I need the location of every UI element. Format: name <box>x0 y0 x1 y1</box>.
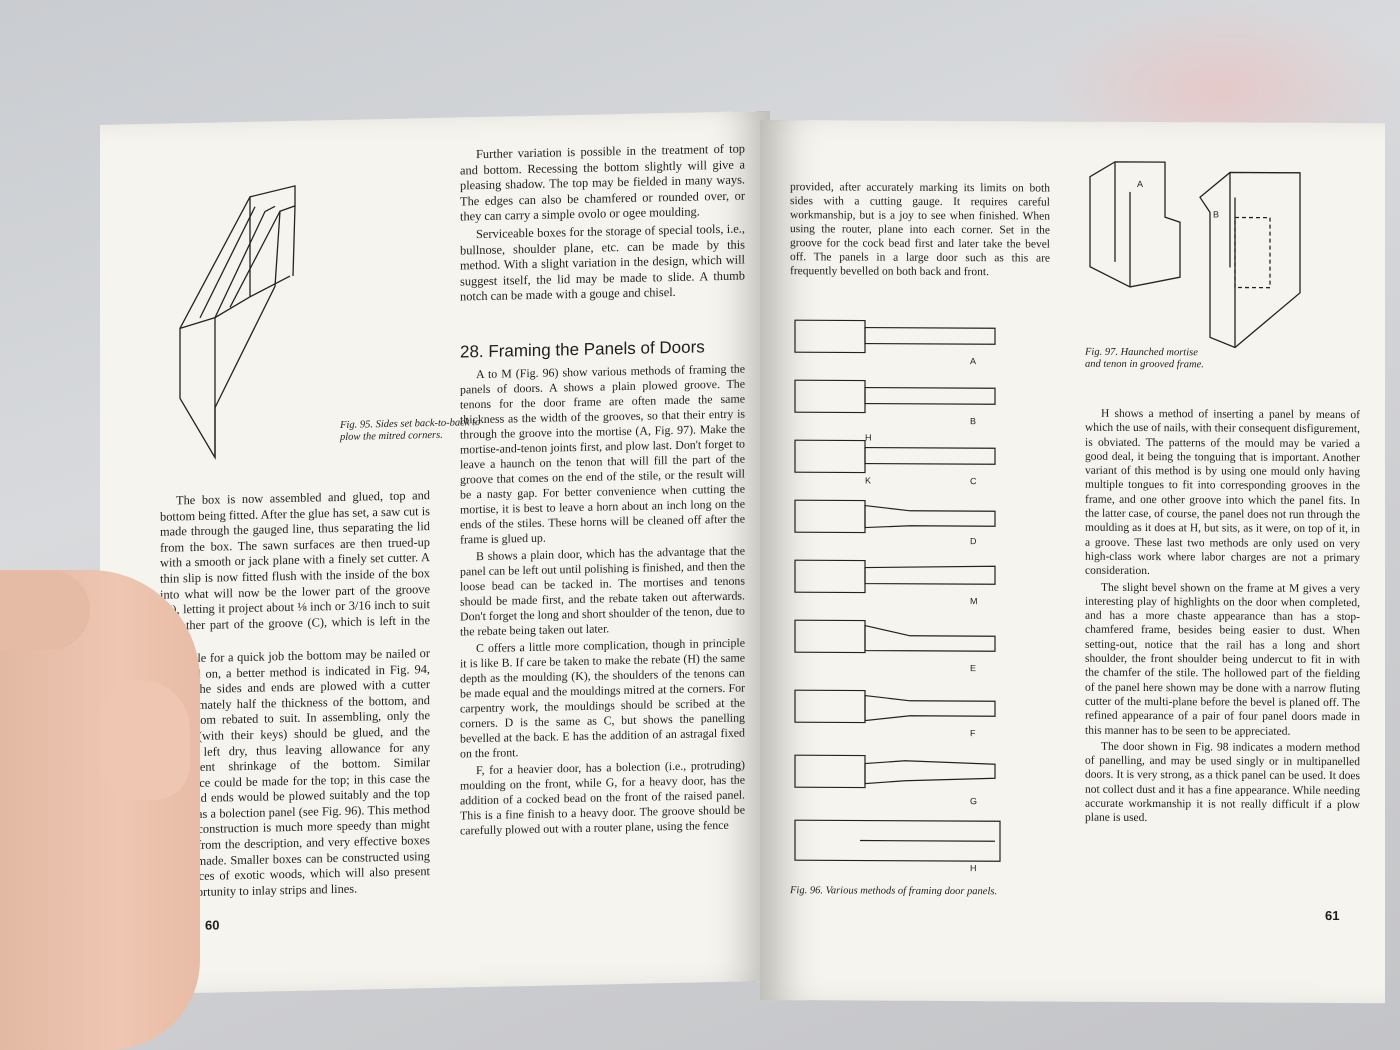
section-heading: 28. Framing the Panels of Doors <box>460 337 705 362</box>
paragraph: B shows a plain door, which has the adva… <box>460 543 745 639</box>
paragraph: While for a quick job the bottom may be … <box>160 646 430 900</box>
fig96-label: D <box>970 536 977 546</box>
paragraph: H shows a method of inserting a panel by… <box>1085 407 1360 578</box>
fig96-label: F <box>970 728 976 738</box>
thumb <box>100 680 190 800</box>
page-number-right: 61 <box>1325 907 1340 924</box>
right-column-1-intro: provided, after accurately marking its l… <box>790 180 1050 281</box>
paragraph: Further variation is possible in the tre… <box>460 141 745 224</box>
fig96-label: H <box>970 863 976 873</box>
paragraph: The door shown in Fig. 98 indicates a mo… <box>1085 740 1360 825</box>
fig96-label: B <box>970 416 976 426</box>
right-column-2: H shows a method of inserting a panel by… <box>1085 407 1360 829</box>
fig96-label-k: K <box>865 476 871 486</box>
fig97-illustration: A B <box>1089 161 1301 349</box>
paragraph: C offers a little more complication, tho… <box>460 635 745 761</box>
fig96-label: A <box>970 356 976 366</box>
left-column-2-section: A to M (Fig. 96) show various methods of… <box>460 361 745 840</box>
paragraph: The box is now assembled and glued, top … <box>160 488 430 648</box>
fig96-label: E <box>970 663 976 673</box>
paragraph: Serviceable boxes for the storage of spe… <box>460 221 745 304</box>
paragraph: The slight bevel shown on the frame at M… <box>1085 581 1360 738</box>
fig96-label: M <box>970 596 977 606</box>
fig96-caption: Fig. 96. Various methods of framing door… <box>790 885 998 898</box>
paragraph: F, for a heavier door, has a bolection (… <box>460 757 745 838</box>
open-book: Fig. 95. Sides set back-to-back to plow … <box>70 80 1400 1050</box>
fig97-caption: Fig. 97. Haunched mortise and tenon in g… <box>1085 346 1204 371</box>
fig97-label: B <box>1213 209 1219 219</box>
paragraph: provided, after accurately marking its l… <box>790 181 1050 279</box>
paragraph: A to M (Fig. 96) show various methods of… <box>460 361 745 547</box>
left-page: Fig. 95. Sides set back-to-back to plow … <box>100 110 770 995</box>
hand <box>0 570 200 1050</box>
fig95-illustration <box>179 185 296 460</box>
left-column-1: The box is now assembled and glued, top … <box>160 488 430 903</box>
fig96-label-h: H <box>865 433 871 443</box>
page-number-left: 60 <box>205 917 220 933</box>
fig96-label: G <box>970 796 977 806</box>
finger <box>0 570 90 650</box>
left-column-2: Further variation is possible in the tre… <box>460 141 745 307</box>
right-page: provided, after accurately marking its l… <box>760 120 1385 1004</box>
fig96-label: C <box>970 476 977 486</box>
fig97-label: A <box>1137 179 1143 189</box>
fig96-illustration: A B C D M E F G H H K <box>794 319 1001 873</box>
